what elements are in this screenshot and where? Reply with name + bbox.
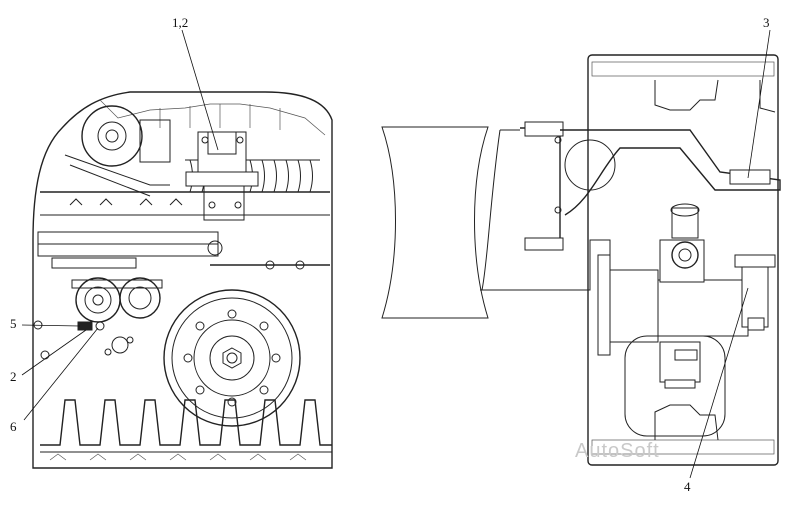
drive-sprocket [163,289,301,427]
bracket-block [185,131,259,221]
break-symbol [381,126,489,319]
watermark: AutoSoft [575,440,660,462]
roller-pair [71,277,163,323]
track-lugs [40,399,332,461]
road-wheel [624,335,726,437]
callout-4: 4 [684,479,691,494]
callout-5: 5 [10,316,17,331]
callout-3: 3 [763,15,770,30]
callout-6: 6 [10,419,17,434]
mount-arm [520,121,781,251]
callout-1-2: 1,2 [172,15,189,30]
right-view [480,54,781,466]
leader-lines [21,29,771,479]
left-view [32,91,333,469]
callout-2: 2 [10,369,17,384]
right-clamp [734,254,776,331]
hub-axle [597,203,749,356]
